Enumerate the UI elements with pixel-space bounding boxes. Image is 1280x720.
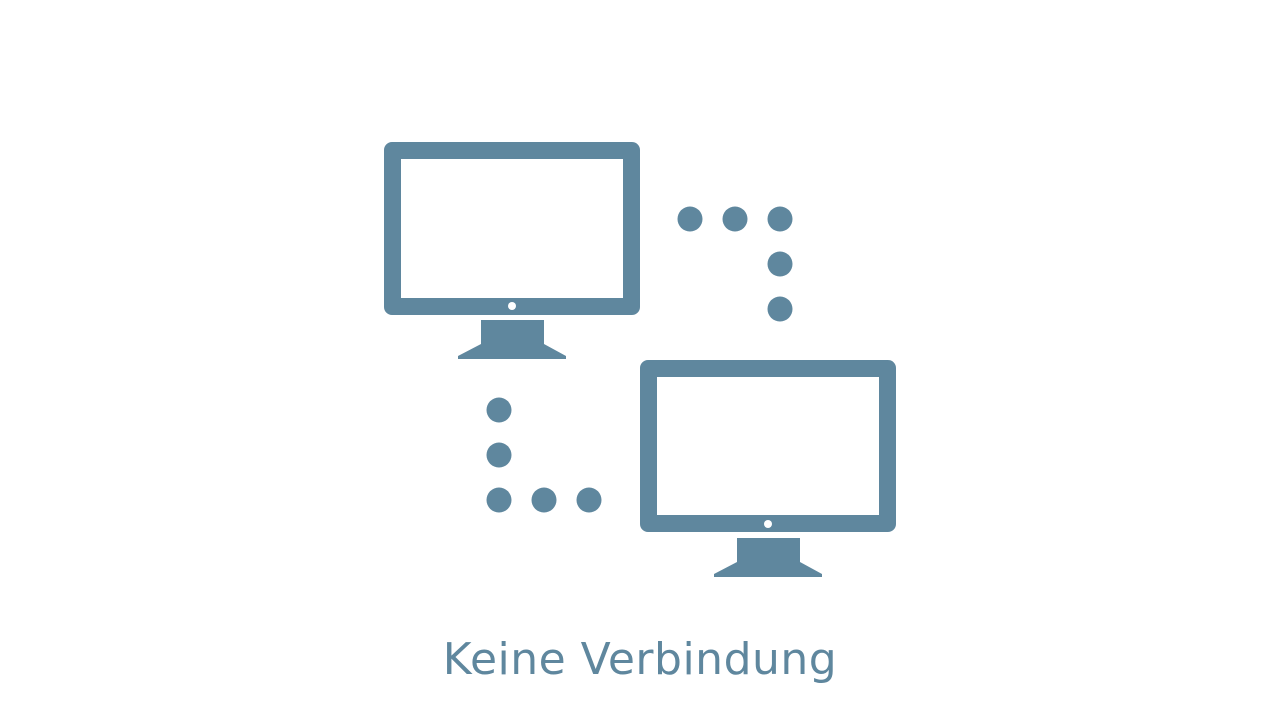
dotted-connection-icon	[486, 397, 602, 513]
monitor-icon	[384, 142, 640, 359]
dotted-connection-icon	[677, 206, 793, 322]
connection-status-message: Keine Verbindung	[442, 634, 838, 685]
monitor-icon	[640, 360, 896, 577]
